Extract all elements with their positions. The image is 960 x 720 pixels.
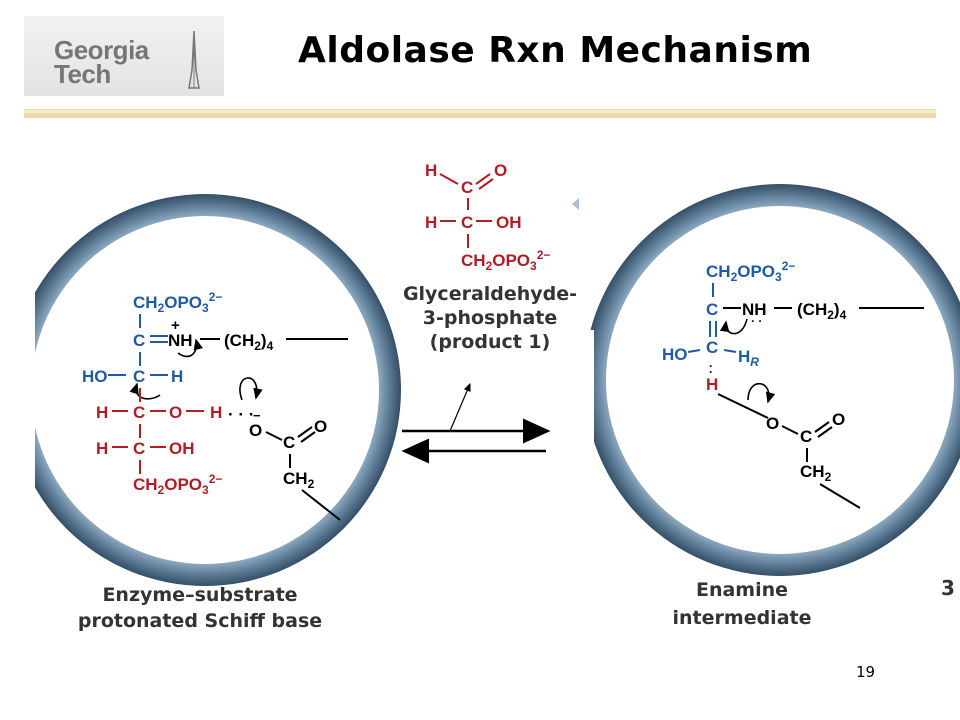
svg-text:H: H	[96, 439, 108, 458]
svg-text:· ·: · ·	[751, 314, 762, 328]
page-title: Aldolase Rxn Mechanism	[298, 30, 813, 71]
product-label-line-3: (product 1)	[429, 331, 551, 353]
svg-text:C: C	[800, 427, 812, 446]
page-number: 19	[856, 663, 876, 681]
left-structure: CH2OPO32− C NH + (CH2)4 HO C H H C O H ·…	[82, 290, 348, 521]
svg-text:C: C	[133, 331, 145, 350]
product-structure: H C O H C OH CH2OPO32−	[425, 161, 550, 273]
svg-text:+: +	[171, 317, 180, 334]
left-enzyme-pocket	[0, 180, 401, 586]
svg-text:O: O	[169, 403, 182, 422]
svg-text:·: ·	[709, 365, 713, 379]
svg-text:C: C	[133, 367, 145, 386]
svg-text:O: O	[766, 414, 779, 433]
left-caption: Enzyme–substrate protonated Schiff base	[40, 582, 360, 634]
svg-text:C: C	[461, 213, 473, 232]
product-label-line-1: Glyceraldehyde-	[402, 283, 578, 305]
svg-text:·: ·	[709, 359, 713, 373]
svg-text:O: O	[494, 161, 507, 180]
svg-text:(CH2)4: (CH2)4	[224, 331, 274, 353]
product-label-line-2: 3-phosphate	[422, 307, 558, 329]
svg-text:CH2OPO32−: CH2OPO32−	[133, 472, 222, 497]
svg-text:C: C	[133, 439, 145, 458]
left-caption-line-1: Enzyme–substrate	[102, 584, 298, 606]
svg-text:O: O	[249, 421, 262, 440]
svg-text:H: H	[425, 161, 437, 180]
logo: Georgia Tech	[24, 16, 224, 96]
right-caption: Enamine intermediate	[642, 576, 842, 632]
svg-text:· · ·: · · ·	[228, 405, 254, 424]
svg-text:OH: OH	[169, 439, 195, 458]
logo-text: Georgia Tech	[54, 35, 149, 89]
logo-tower-icon	[188, 30, 200, 89]
svg-text:H: H	[706, 375, 718, 394]
svg-text:NH: NH	[742, 300, 767, 319]
svg-text:HO: HO	[662, 345, 688, 364]
svg-text:CH2OPO32−: CH2OPO32−	[461, 248, 550, 273]
svg-text:C: C	[706, 338, 718, 357]
right-caption-line-2: intermediate	[672, 607, 812, 629]
svg-text:O: O	[832, 410, 845, 429]
svg-text:OH: OH	[496, 213, 522, 232]
header-divider	[24, 109, 936, 118]
cropped-digit: 3	[941, 576, 955, 600]
cropped-arrow-fragment	[572, 198, 579, 210]
svg-text:C: C	[283, 433, 295, 452]
svg-text:CH2: CH2	[283, 469, 315, 491]
svg-text:−: −	[253, 408, 261, 423]
svg-text:C: C	[461, 178, 473, 197]
svg-text:H: H	[425, 213, 437, 232]
equilibrium-arrows	[401, 382, 551, 464]
svg-text:C: C	[706, 300, 718, 319]
logo-line-1: Georgia	[54, 35, 149, 65]
svg-text:O: O	[314, 417, 327, 436]
left-caption-line-2: protonated Schiff base	[77, 610, 323, 632]
svg-text:C: C	[133, 403, 145, 422]
svg-text:(CH2)4: (CH2)4	[797, 300, 847, 322]
right-enzyme-pocket	[560, 184, 960, 576]
product-label: Glyceraldehyde- 3-phosphate (product 1)	[380, 282, 600, 354]
svg-text:H: H	[96, 403, 108, 422]
svg-text:NH: NH	[168, 331, 193, 350]
logo-line-2: Tech	[54, 59, 111, 89]
svg-text:CH2: CH2	[800, 462, 832, 484]
svg-text:H: H	[171, 367, 183, 386]
svg-text:H: H	[210, 403, 222, 422]
right-caption-line-1: Enamine	[695, 579, 789, 601]
svg-text:HO: HO	[82, 367, 108, 386]
